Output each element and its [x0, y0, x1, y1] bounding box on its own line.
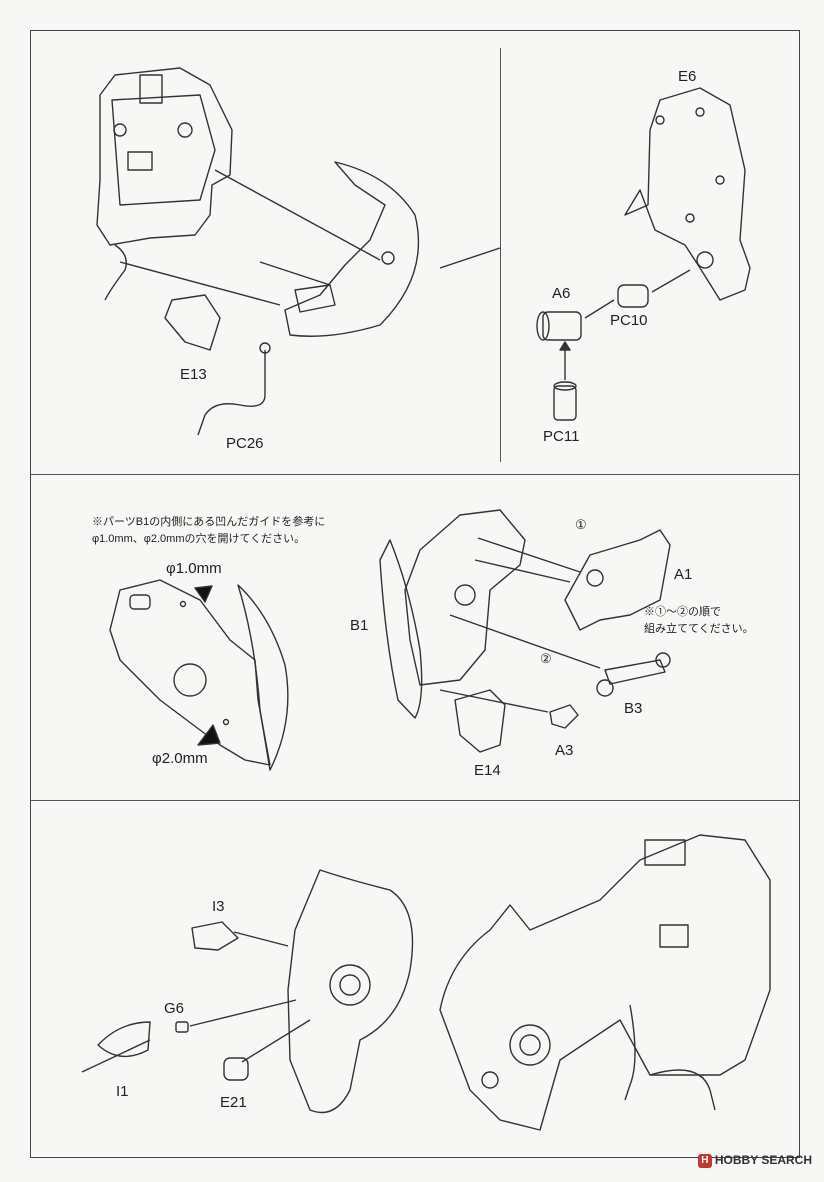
- label-pc26: PC26: [226, 435, 264, 452]
- label-e6: E6: [678, 68, 697, 85]
- label-a1: A1: [674, 566, 693, 583]
- assembly-order-note: ※①～②の順で 組み立ててください。: [644, 606, 754, 635]
- part-e13-shape: [164, 294, 221, 351]
- label-a3: A3: [555, 742, 574, 759]
- drill-arrow-small: [194, 585, 213, 603]
- part-i1-shape: [97, 1021, 151, 1058]
- completed-head-assembly: [439, 834, 771, 1131]
- label-e14: E14: [474, 762, 501, 779]
- label-g6: G6: [164, 1000, 185, 1017]
- label-pc10: PC10: [610, 312, 648, 329]
- part-pc26-cable: [197, 350, 266, 436]
- part-e21-shape: [223, 1057, 249, 1081]
- part-pc11-shape: [553, 381, 577, 421]
- part-b3-shape: [596, 652, 671, 697]
- part-pc26-cap: [259, 342, 271, 354]
- label-hole-2mm: φ2.0mm: [152, 750, 208, 767]
- order-mark-1: ①: [575, 517, 587, 532]
- part-e14-shape: [454, 689, 506, 753]
- part-a6-shape: [536, 311, 582, 341]
- label-i3: I3: [212, 898, 225, 915]
- part-g6-shape: [175, 1021, 189, 1033]
- label-pc11: PC11: [543, 428, 580, 445]
- part-i3-shape: [191, 921, 239, 951]
- label-i1: I1: [116, 1083, 129, 1100]
- watermark-text: HOBBY SEARCH: [714, 1153, 812, 1168]
- order-mark-2: ②: [540, 651, 552, 666]
- label-e21: E21: [220, 1094, 247, 1111]
- part-b1-reference-view: [109, 579, 289, 771]
- part-b1-shape: [379, 509, 526, 719]
- step1-panel-divider: [500, 48, 501, 462]
- head-frame-assembly: [96, 67, 233, 301]
- label-b3: B3: [624, 700, 643, 717]
- step-divider-1: [30, 474, 800, 475]
- part-a1-shape: [564, 529, 671, 631]
- part-pc10-shape: [617, 284, 649, 308]
- label-b1: B1: [350, 617, 369, 634]
- step-divider-2: [30, 800, 800, 801]
- head-shell-left-assembly: [287, 869, 414, 1114]
- face-shell-part: [284, 161, 420, 337]
- part-a3-shape: [549, 704, 579, 729]
- label-a6: A6: [552, 285, 571, 302]
- part-e6-shape: [624, 87, 751, 301]
- watermark-badge-icon: H: [697, 1154, 712, 1168]
- drill-arrow-large: [197, 724, 221, 746]
- instruction-sheet-frame: [30, 30, 800, 1158]
- label-e13: E13: [180, 366, 207, 383]
- drill-instruction-note: ※パーツB1の内側にある凹んだガイドを参考に φ1.0mm、φ2.0mmの穴を開…: [92, 516, 326, 545]
- label-hole-1mm: φ1.0mm: [166, 560, 222, 577]
